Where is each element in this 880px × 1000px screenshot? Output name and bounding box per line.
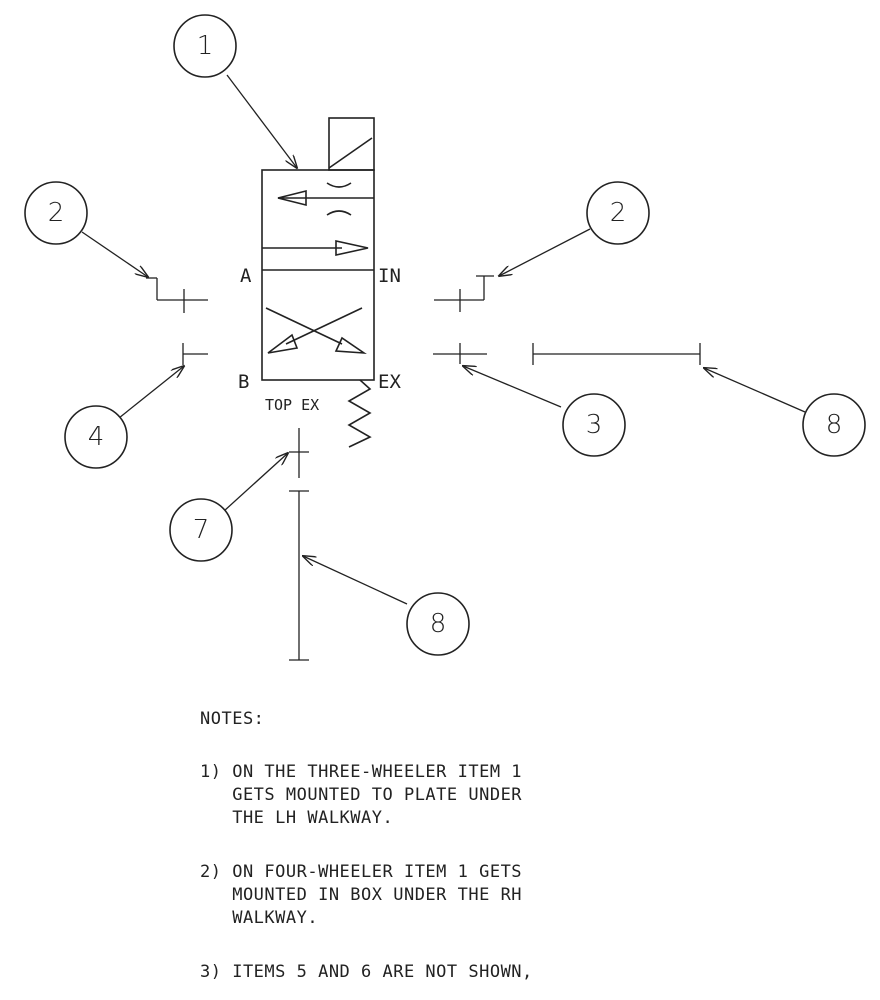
svg-text:4: 4 [88,422,105,452]
item-balloon-hose-bottom: 8 [406,592,470,656]
item-balloon-fitting-lower-right: 3 [562,393,626,457]
elbow-fitting-upper-left [146,277,208,313]
leader-line-1 [226,74,297,168]
leader-line-8-bottom [303,556,408,605]
svg-text:2: 2 [48,198,65,228]
svg-text:1: 1 [197,31,214,61]
leader-line-7 [223,453,288,512]
leader-line-3 [463,366,562,408]
note-2-line-3: WALKWAY. [200,908,318,928]
tee-fitting-lower-right [433,343,487,364]
notes-block: NOTES: 1) ON THE THREE-WHEELER ITEM 1 GE… [200,709,533,982]
leader-line-2-right [499,228,591,276]
item-balloon-hose-right: 8 [802,393,866,457]
hose-bottom [289,490,309,661]
fitting-bottom [289,428,309,478]
svg-text:3: 3 [586,410,603,440]
svg-text:8: 8 [826,410,843,440]
svg-text:8: 8 [430,609,447,639]
leader-line-4 [118,366,184,419]
port-a-label: A [240,265,252,287]
note-1-line-2: GETS MOUNTED TO PLATE UNDER [200,785,522,805]
item-balloon-valve: 1 [173,14,237,78]
note-2-line-1: 2) ON FOUR-WHEELER ITEM 1 GETS [200,862,522,882]
note-1-line-1: 1) ON THE THREE-WHEELER ITEM 1 [200,762,522,782]
svg-text:2: 2 [610,198,627,228]
hose-right [532,343,701,365]
elbow-fitting-upper-right [434,275,494,312]
note-3-line-1: 3) ITEMS 5 AND 6 ARE NOT SHOWN, [200,962,533,982]
item-balloon-fitting-bottom: 7 [169,498,233,562]
top-ex-label: TOP EX [265,396,319,414]
port-ex-label: EX [378,371,401,393]
port-in-label: IN [378,265,401,287]
item-balloon-fitting-upper-left: 2 [24,181,88,245]
note-1-line-3: THE LH WALKWAY. [200,808,393,828]
port-b-label: B [238,371,249,393]
item-balloon-fitting-upper-right: 2 [586,181,650,245]
item-balloon-fitting-lower-left: 4 [64,405,128,469]
svg-text:7: 7 [193,515,210,545]
tee-fitting-lower-left [182,343,208,365]
notes-heading: NOTES: [200,709,264,729]
leader-line-2-left [81,231,148,277]
leader-line-8-right [704,368,806,413]
note-2-line-2: MOUNTED IN BOX UNDER THE RH [200,885,522,905]
directional-valve [261,117,375,448]
